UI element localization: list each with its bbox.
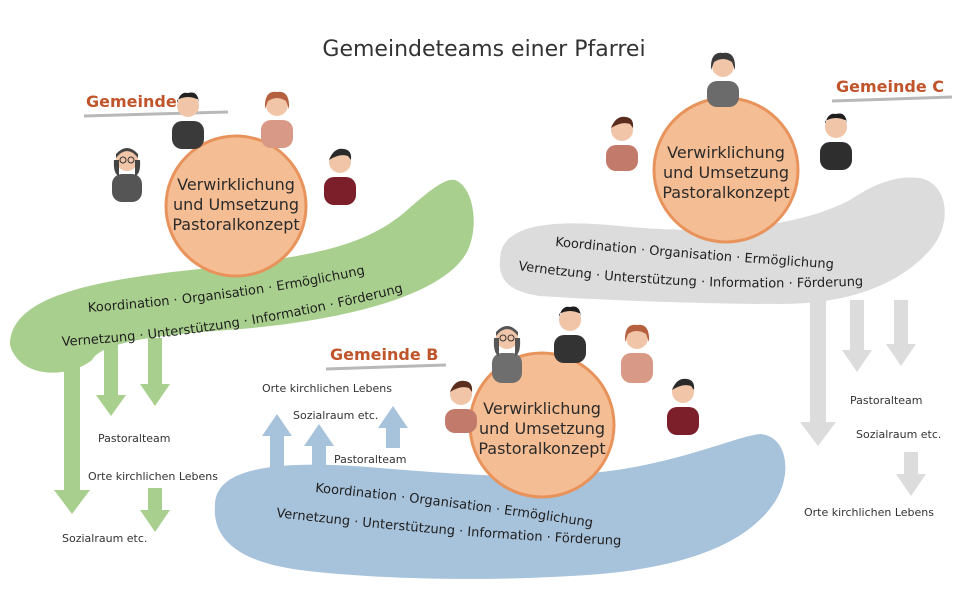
person-icon: [324, 148, 356, 205]
arrow-down-icon: [54, 352, 90, 514]
gemeinde-b-output-1: Orte kirchlichen Lebens: [262, 382, 392, 395]
arrow-down-icon: [140, 338, 170, 406]
circle-text-line: Pastoralkonzept: [478, 439, 605, 458]
circle-text-line: Verwirklichung: [177, 175, 295, 194]
person-icon: [492, 326, 522, 383]
person-icon: [820, 113, 852, 170]
arrow-down-icon: [800, 300, 836, 446]
arrow-down-icon: [842, 300, 872, 372]
gemeinde-b-output-2: Sozialraum etc.: [293, 409, 378, 422]
gemeinde-c-label: Gemeinde C: [836, 77, 944, 96]
gemeinde-c-output-2: Sozialraum etc.: [856, 428, 941, 441]
gemeinde-c-arrows: [800, 300, 926, 496]
gemeinde-c-underline: [831, 95, 953, 103]
person-icon: [621, 324, 653, 383]
circle-text-line: Verwirklichung: [667, 143, 785, 162]
arrow-down-icon: [886, 300, 916, 366]
circle-text-line: und Umsetzung: [173, 195, 299, 214]
person-icon: [606, 116, 638, 171]
person-icon: [667, 378, 699, 435]
person-icon: [172, 92, 204, 149]
gemeinde-c-group: Gemeinde C Verwirklichung und Umsetzung …: [499, 52, 953, 519]
gemeinde-a-output-2: Orte kirchlichen Lebens: [88, 470, 218, 483]
arrow-up-icon: [262, 414, 292, 486]
gemeinde-b-group: Gemeinde B Verwirklichung und Umsetzung …: [214, 306, 786, 579]
gemeinde-a-circle: [164, 134, 308, 278]
person-icon: [261, 91, 293, 148]
person-icon: [707, 52, 739, 107]
gemeinde-b-band: [214, 434, 786, 579]
gemeinde-c-output-3: Orte kirchlichen Lebens: [804, 506, 934, 519]
circle-text-line: Pastoralkonzept: [662, 183, 789, 202]
gemeinde-b-output-3: Pastoralteam: [334, 453, 407, 466]
gemeinde-b-underline: [325, 363, 447, 371]
gemeinde-a-output-3: Sozialraum etc.: [62, 532, 147, 545]
gemeinde-a-output-1: Pastoralteam: [98, 432, 171, 445]
person-icon: [112, 148, 142, 202]
gemeinde-c-output-1: Pastoralteam: [850, 394, 923, 407]
arrow-down-icon: [896, 452, 926, 496]
circle-text-line: Verwirklichung: [483, 399, 601, 418]
person-icon: [445, 380, 477, 433]
arrow-down-icon: [140, 488, 170, 532]
gemeinde-a-arrows: [54, 338, 170, 532]
gemeinde-b-label: Gemeinde B: [330, 345, 438, 364]
arrow-down-icon: [96, 338, 126, 416]
page-title: Gemeindeteams einer Pfarrei: [322, 37, 645, 62]
gemeinde-a-label: Gemeinde A: [86, 92, 195, 111]
circle-text-line: und Umsetzung: [663, 163, 789, 182]
arrow-up-icon: [304, 424, 334, 470]
gemeinde-b-arrows: [262, 406, 408, 486]
gemeinde-a-underline: [83, 110, 229, 118]
person-icon: [554, 306, 586, 363]
arrow-up-icon: [378, 406, 408, 448]
circle-text-line: Pastoralkonzept: [172, 215, 299, 234]
circle-text-line: und Umsetzung: [479, 419, 605, 438]
